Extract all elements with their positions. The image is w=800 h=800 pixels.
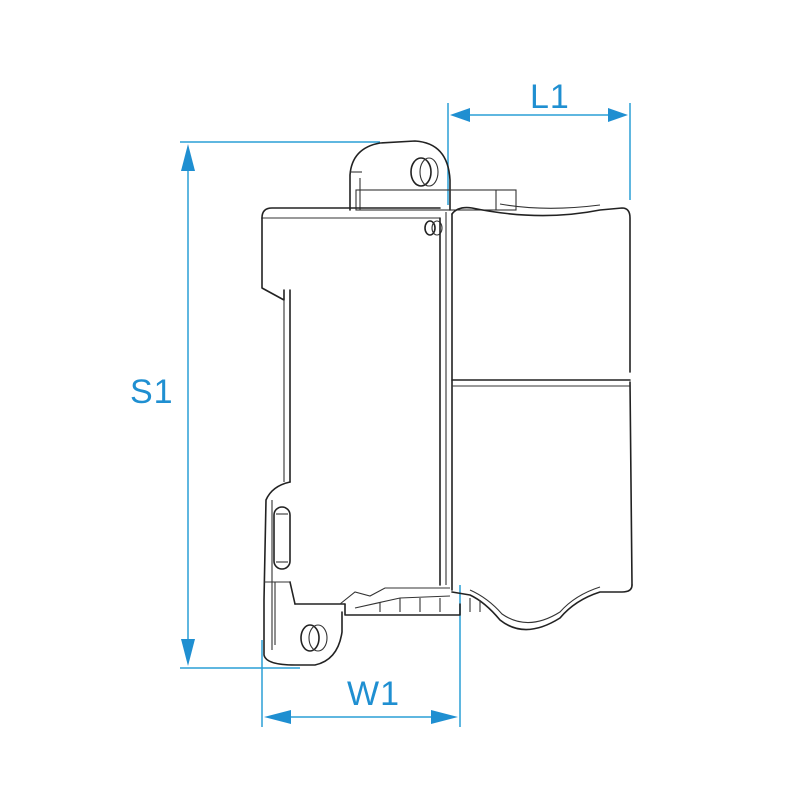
dimension-w1 xyxy=(261,585,461,727)
dimension-label-w1: W1 xyxy=(347,675,400,713)
dimension-label-s1: S1 xyxy=(130,373,174,411)
dimension-l1 xyxy=(447,103,631,205)
dimension-label-l1: L1 xyxy=(530,78,570,116)
dimension-s1 xyxy=(180,141,380,669)
enclosure-body xyxy=(261,140,633,666)
